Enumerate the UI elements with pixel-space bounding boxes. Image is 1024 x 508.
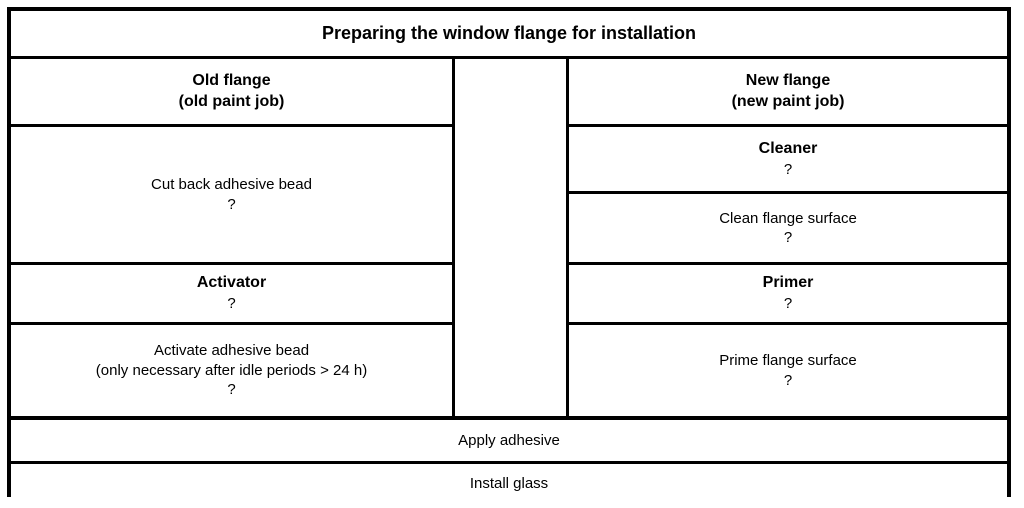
divider-right-column-left-edge: [566, 59, 569, 416]
step-primer: Primer ?: [569, 265, 1007, 322]
step-clean-flange-surface-marker: ?: [783, 229, 793, 246]
divider-right-header-bottom: [569, 124, 1007, 127]
step-activate-adhesive-bead-label-line1: Activate adhesive bead: [153, 342, 310, 360]
step-cut-back-adhesive-bead-label: Cut back adhesive bead: [151, 176, 312, 193]
divider-right-step3-bottom: [569, 322, 1007, 325]
step-activate-adhesive-bead: Activate adhesive bead (only necessary a…: [11, 325, 452, 416]
divider-apply-adhesive-bottom: [11, 461, 1007, 464]
step-activate-adhesive-bead-label-line2: (only necessary after idle periods > 24 …: [95, 361, 368, 379]
step-install-glass-label: Install glass: [469, 474, 549, 492]
step-clean-flange-surface-label: Clean flange surface: [719, 209, 857, 227]
step-apply-adhesive: Apply adhesive: [11, 420, 1007, 461]
old-flange-header-line2: (old paint job): [178, 92, 285, 110]
step-prime-flange-surface: Prime flange surface ?: [569, 325, 1007, 416]
divider-left-step2-bottom: [11, 322, 452, 325]
step-prime-flange-surface-marker: ?: [783, 371, 793, 389]
step-clean-flange-surface: Clean flange surface ?: [569, 194, 1007, 262]
step-activator-marker: ?: [227, 295, 236, 313]
new-flange-header-line1: New flange: [745, 71, 831, 89]
divider-left-step1-bottom: [11, 262, 452, 265]
divider-columns-bottom: [11, 416, 1007, 420]
diagram-title-text: Preparing the window flange for installa…: [321, 22, 697, 43]
step-install-glass: Install glass: [11, 464, 1007, 503]
step-cleaner-marker: ?: [783, 160, 793, 178]
step-activator: Activator ?: [11, 265, 452, 322]
step-cut-back-adhesive-bead-marker: ?: [227, 195, 236, 213]
new-flange-header-line2: (new paint job): [731, 92, 845, 110]
divider-title-bottom: [11, 56, 1007, 59]
step-apply-adhesive-label: Apply adhesive: [458, 431, 560, 449]
divider-right-step2-bottom: [569, 262, 1007, 265]
divider-left-column-right-edge: [452, 59, 455, 416]
step-activator-label: Activator: [196, 274, 267, 292]
column-header-old-flange: Old flange (old paint job): [11, 59, 452, 124]
step-cut-back-adhesive-bead: Cut back adhesive bead ?: [11, 127, 452, 262]
step-primer-marker: ?: [783, 295, 793, 313]
column-header-new-flange: New flange (new paint job): [569, 59, 1007, 124]
step-prime-flange-surface-label: Prime flange surface: [719, 352, 857, 369]
divider-right-step1-bottom: [569, 191, 1007, 194]
step-cleaner: Cleaner ?: [569, 127, 1007, 191]
divider-left-header-bottom: [11, 124, 452, 127]
step-primer-label: Primer: [762, 274, 814, 292]
diagram-title: Preparing the window flange for installa…: [11, 11, 1007, 56]
step-cleaner-label: Cleaner: [758, 139, 818, 157]
old-flange-header-line1: Old flange: [192, 71, 271, 89]
step-activate-adhesive-bead-marker: ?: [227, 381, 236, 399]
middle-gutter-column: [455, 59, 566, 416]
flange-preparation-diagram: Preparing the window flange for installa…: [7, 7, 1011, 503]
